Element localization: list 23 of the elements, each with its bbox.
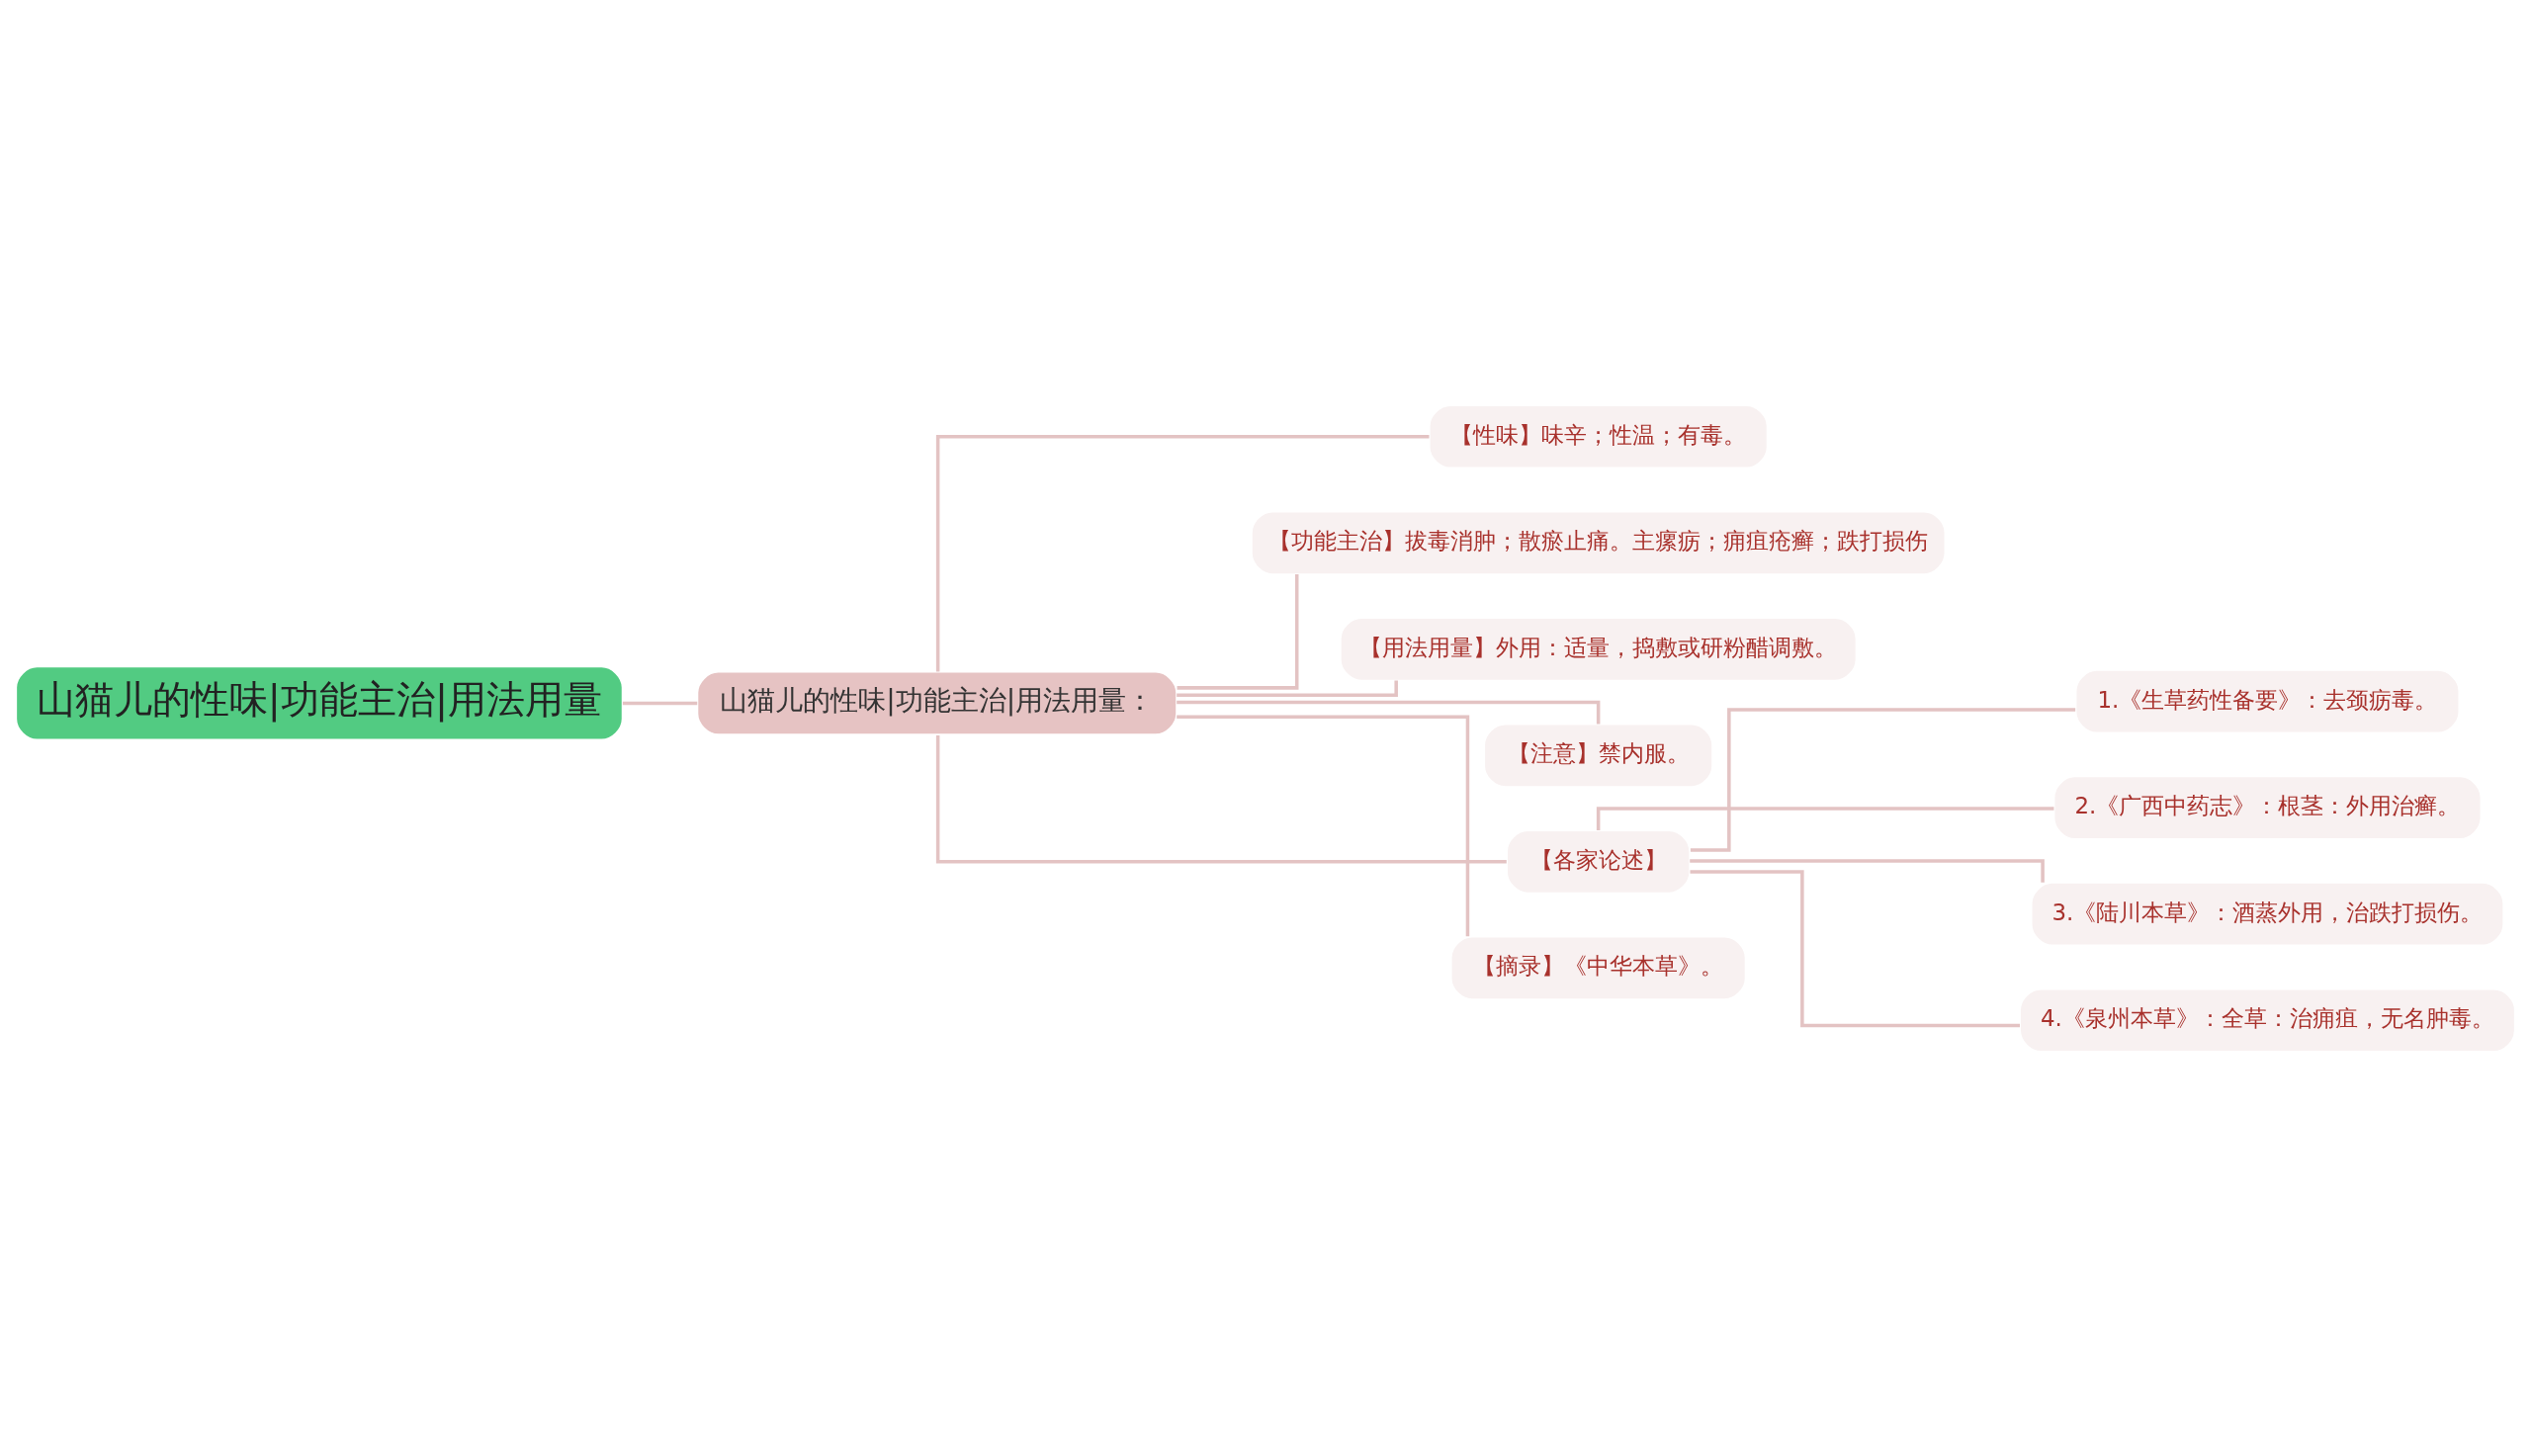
connector — [935, 734, 1507, 864]
connector — [935, 434, 1430, 671]
connector — [1177, 680, 1398, 697]
node-box: 2.《广西中药志》：根茎：外用治癣。 — [2052, 775, 2483, 840]
connector — [622, 701, 698, 705]
node-box: 【各家论述】 — [1506, 828, 1692, 894]
node-box: 山猫儿的性味|功能主治|用法用量 — [15, 665, 624, 740]
node-box: 3.《陆川本草》：酒蒸外用，治跌打损伤。 — [2030, 881, 2505, 946]
connector — [1690, 858, 2045, 883]
connector — [1690, 707, 2076, 852]
node-box: 【摘录】《中华本草》。 — [1449, 935, 1747, 1000]
node-box: 4.《泉州本草》：全草：治痈疽，无名肿毒。 — [2019, 987, 2516, 1053]
connector — [1596, 806, 2054, 830]
connector — [1690, 869, 2020, 1027]
connector — [1177, 714, 1470, 936]
node-box: 【用法用量】外用：适量，捣敷或研粉醋调敷。 — [1339, 616, 1858, 681]
node-box: 【功能主治】拔毒消肿；散瘀止痛。主瘰疬；痈疽疮癣；跌打损伤 — [1251, 510, 1947, 575]
node-box: 1.《生草药性备要》：去颈疬毒。 — [2074, 668, 2461, 733]
node-box: 【注意】禁内服。 — [1483, 723, 1713, 788]
connector — [1177, 573, 1299, 690]
node-box: 山猫儿的性味|功能主治|用法用量： — [696, 670, 1178, 735]
connector — [1177, 700, 1601, 724]
node-box: 【性味】味辛；性温；有毒。 — [1428, 403, 1769, 469]
